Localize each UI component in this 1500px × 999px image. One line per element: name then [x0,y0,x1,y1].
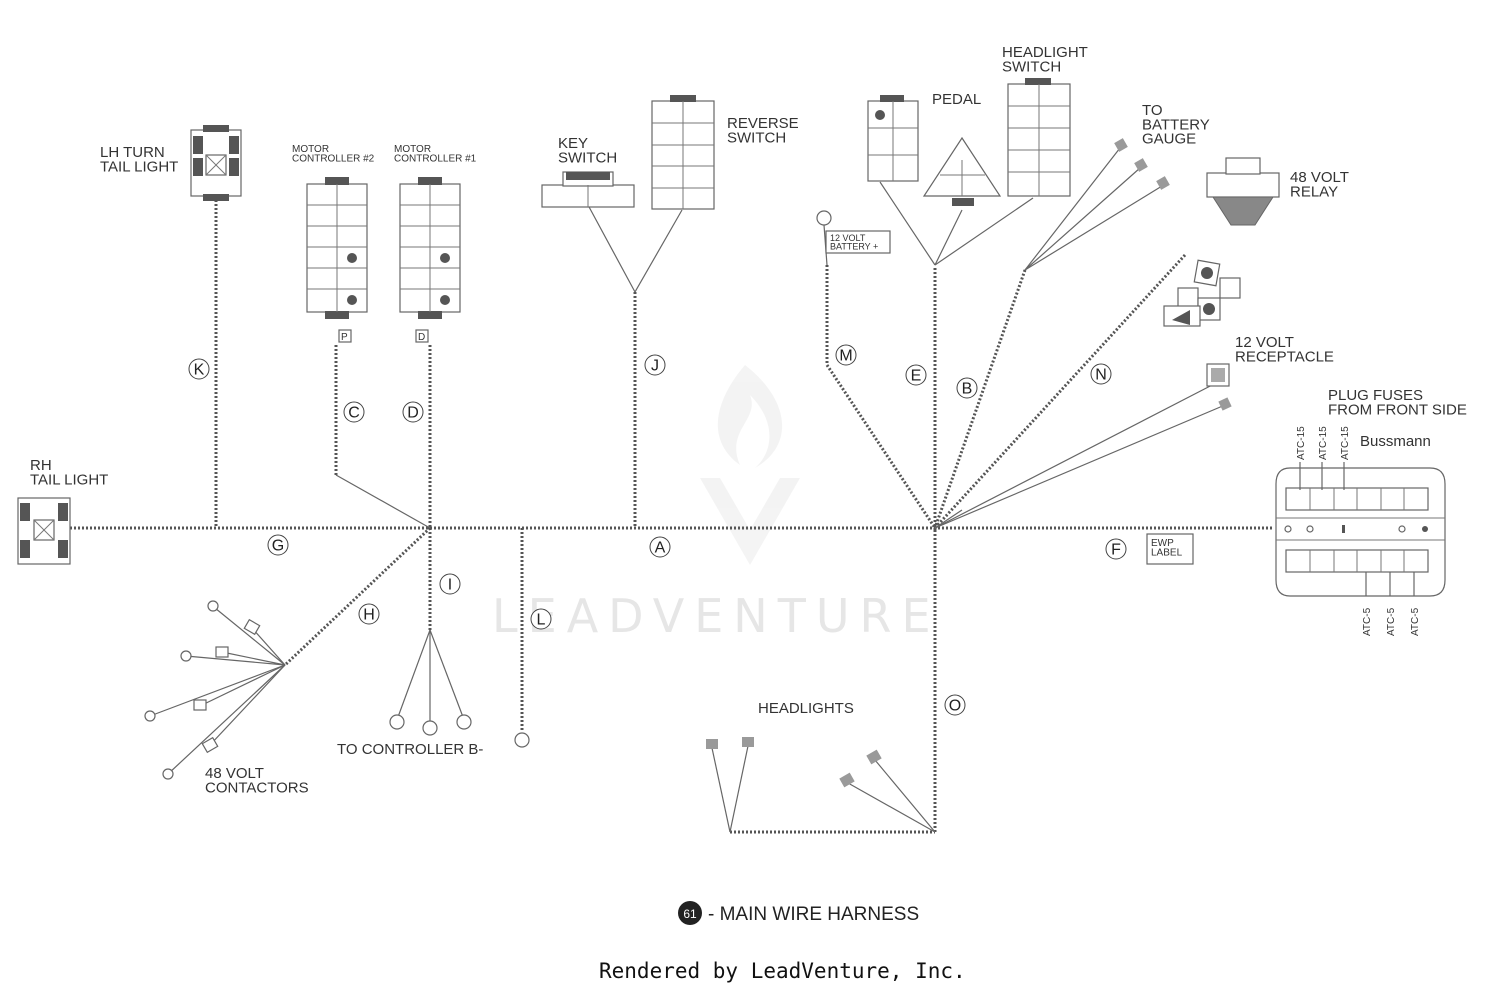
svg-text:B: B [962,381,973,398]
battery-12v-terminal [816,210,891,266]
receptacle-12v [1206,363,1232,411]
fuse-bottom-label-2: ATC-5 [1386,607,1397,636]
svg-text:C: C [348,405,360,422]
svg-text:I: I [448,577,452,594]
fuse-brand-label: Bussmann [1360,433,1431,450]
rh-tail-light [17,497,71,565]
branch-g: G [267,534,289,556]
headlight-switch-connector [1007,78,1071,197]
motor-controller-2-connector [306,177,368,319]
svg-text:G: G [272,538,284,555]
svg-text:K: K [194,362,205,379]
branch-f: F [1105,538,1127,560]
svg-text:N: N [1095,367,1107,384]
fuse-block [1275,462,1446,597]
svg-text:F: F [1111,542,1121,559]
fuse-bottom-label-3: ATC-5 [1410,607,1421,636]
contactor-terminals [144,600,261,780]
fanout-wires [149,147,1226,833]
branch-j: J [644,354,666,376]
branch-i: I [439,573,461,595]
branch-m: M [835,344,857,366]
branch-b: B [956,377,978,399]
rendered-by-footer: Rendered by LeadVenture, Inc. [599,959,966,983]
branch-labels: A B C D E F G H I J K L M N O [188,344,1127,716]
fuse-top-label-3: ATC-15 [1340,426,1351,460]
svg-text:L: L [537,612,546,629]
fuse-top-label-1: ATC-15 [1296,426,1307,460]
key-switch-connector [541,171,635,208]
tag-p: P [341,332,348,343]
headlights-label: HEADLIGHTS [758,700,854,717]
reverse-switch-connector [651,95,715,210]
branch-a: A [649,536,671,558]
branch-n: N [1090,363,1112,385]
branch-o: O [944,694,966,716]
svg-text:M: M [839,348,852,365]
branch-e: E [905,364,927,386]
svg-text:A: A [655,540,666,557]
svg-text:H: H [363,607,375,624]
main-trunk [70,200,1272,834]
relay-48v [1163,157,1280,327]
caption-title: - MAIN WIRE HARNESS [708,904,919,925]
pedal-label: PEDAL [932,91,981,108]
fuse-top-label-2: ATC-15 [1318,426,1329,460]
headlight-terminals [706,737,882,788]
battery-gauge-terminals [1114,138,1170,190]
watermark-text: LEADVENTURE [492,589,941,643]
svg-text:J: J [651,358,659,375]
svg-text:E: E [911,368,922,385]
branch-h: H [358,603,380,625]
branch-l: L [530,608,552,630]
to-controller-b-label: TO CONTROLLER B- [337,741,483,758]
caption: 61 - MAIN WIRE HARNESS [678,901,919,925]
lh-turn-tail-light [190,125,242,201]
controller-b-terminals [389,714,530,748]
caption-number: 61 [683,907,697,921]
motor-controller-1-connector [399,177,461,319]
branch-d: D [402,401,424,423]
fuse-bottom-label-1: ATC-5 [1362,607,1373,636]
branch-k: K [188,358,210,380]
pedal-connector [867,95,1002,206]
svg-text:D: D [407,405,419,422]
watermark-logo [700,365,800,565]
svg-text:O: O [949,698,961,715]
branch-c: C [343,401,365,423]
tag-d: D [418,332,425,343]
